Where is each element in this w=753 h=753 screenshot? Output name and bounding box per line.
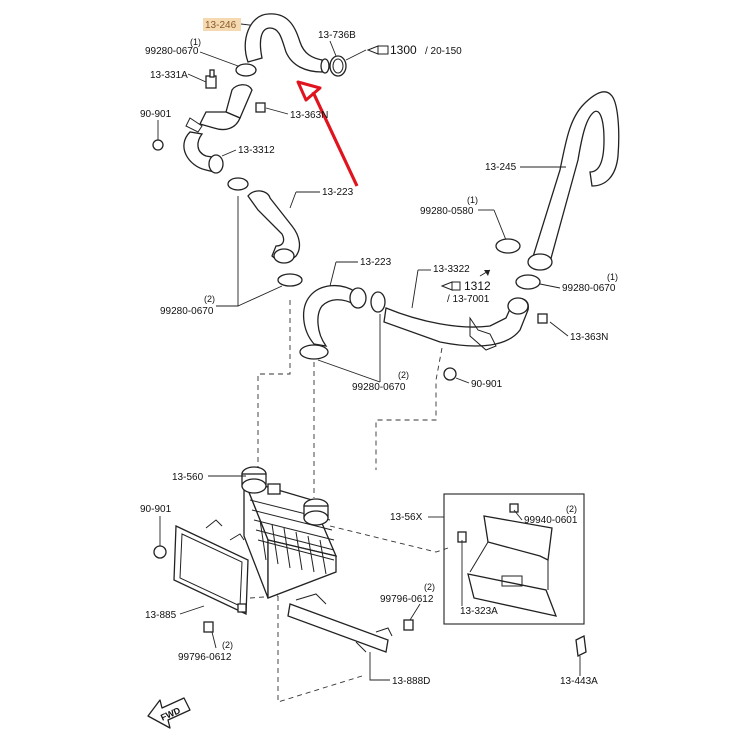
- qty-2-a: (2): [204, 294, 215, 304]
- label-13-323a[interactable]: 13-323A: [460, 606, 498, 617]
- duct-13-56x[interactable]: [483, 515, 553, 561]
- bolt-99796-0612-a[interactable]: [203, 621, 214, 633]
- clamp-lower-left[interactable]: [277, 273, 303, 287]
- qty-2-b: (2): [398, 370, 409, 380]
- red-arrowhead: [296, 80, 322, 102]
- hose-13-223-a[interactable]: [247, 190, 301, 262]
- label-13-363n-a[interactable]: 13-363N: [290, 110, 328, 121]
- nut-90-901-c[interactable]: [153, 545, 167, 559]
- label-13-363n-b[interactable]: 13-363N: [570, 332, 608, 343]
- qty-1-a: (1): [190, 37, 201, 47]
- qty-2-c: (2): [566, 504, 577, 514]
- label-13-443a[interactable]: 13-443A: [560, 676, 598, 687]
- clip-13-443a[interactable]: [575, 635, 587, 657]
- label-13-3312[interactable]: 13-3312: [238, 145, 275, 156]
- bolt-99796-0612-b[interactable]: [403, 619, 414, 631]
- hose-13-245[interactable]: [531, 91, 620, 263]
- bracket-13-885[interactable]: [173, 524, 249, 616]
- ref-1312-sub: / 13-7001: [447, 294, 490, 305]
- label-13-223-b[interactable]: 13-223: [360, 257, 392, 268]
- label-90-901-b[interactable]: 90-901: [471, 379, 503, 390]
- label-13-560[interactable]: 13-560: [172, 472, 204, 483]
- label-13-223-a[interactable]: 13-223: [322, 187, 354, 198]
- qty-1-b: (1): [467, 195, 478, 205]
- qty-2-e: (2): [424, 582, 435, 592]
- label-99796-0612-a[interactable]: 99796-0612: [178, 652, 232, 663]
- inset-box-13-56x: [443, 493, 585, 625]
- nut-90-901-b[interactable]: [443, 367, 457, 381]
- label-99280-0580[interactable]: 99280-0580: [420, 206, 474, 217]
- label-13-888d[interactable]: 13-888D: [392, 676, 430, 687]
- clamp-99280-0670-c[interactable]: [515, 274, 541, 290]
- label-99940-0601[interactable]: 99940-0601: [524, 515, 578, 526]
- pipe-13-3322[interactable]: [383, 297, 529, 347]
- qty-1-c: (1): [607, 272, 618, 282]
- fwd-arrow: FWD: [147, 697, 191, 729]
- label-13-331a[interactable]: 13-331A: [150, 70, 188, 81]
- highlight-13-246: [203, 18, 241, 31]
- nut-90-901-a[interactable]: [152, 139, 164, 151]
- clamp-mid-right[interactable]: [370, 291, 386, 313]
- label-99280-0670-b[interactable]: 99280-0670: [160, 306, 214, 317]
- label-99280-0670-a[interactable]: 99280-0670: [145, 46, 199, 57]
- pipe-upper-13-3312[interactable]: [225, 84, 253, 119]
- hose-13-246[interactable]: [244, 13, 323, 73]
- ref-1312[interactable]: 1312: [464, 279, 491, 293]
- label-90-901-a[interactable]: 90-901: [140, 109, 172, 120]
- intercooler-13-560[interactable]: [241, 466, 338, 599]
- clamp-mid-left[interactable]: [227, 177, 249, 191]
- plate-13-888d[interactable]: [287, 603, 389, 653]
- qty-2-d: (2): [222, 640, 233, 650]
- label-13-736b[interactable]: 13-736B: [318, 30, 356, 41]
- ref-1300-sub: / 20-150: [425, 46, 462, 57]
- bolt-13-363n-b[interactable]: [537, 313, 548, 324]
- label-13-3322[interactable]: 13-3322: [433, 264, 470, 275]
- ref-1300[interactable]: 1300: [390, 43, 417, 57]
- bolt-13-363n-a[interactable]: [255, 102, 266, 113]
- label-13-245[interactable]: 13-245: [485, 162, 517, 173]
- label-13-246[interactable]: 13-246: [205, 20, 237, 31]
- clamp-99280-0580[interactable]: [495, 238, 521, 254]
- hose-13-223-b[interactable]: [303, 285, 357, 347]
- red-pointer-arrow: [311, 91, 359, 187]
- label-13-56x[interactable]: 13-56X: [390, 512, 423, 523]
- label-90-901-c[interactable]: 90-901: [140, 504, 172, 515]
- clamp-bottom-mid[interactable]: [299, 344, 329, 360]
- label-99280-0670-c[interactable]: 99280-0670: [562, 283, 616, 294]
- sensor-13-331a[interactable]: [205, 75, 217, 89]
- label-99796-0612-b[interactable]: 99796-0612: [380, 594, 434, 605]
- label-13-885[interactable]: 13-885: [145, 610, 177, 621]
- label-99280-0670-d[interactable]: 99280-0670: [352, 382, 406, 393]
- clamp-99280-0670-a[interactable]: [235, 63, 257, 77]
